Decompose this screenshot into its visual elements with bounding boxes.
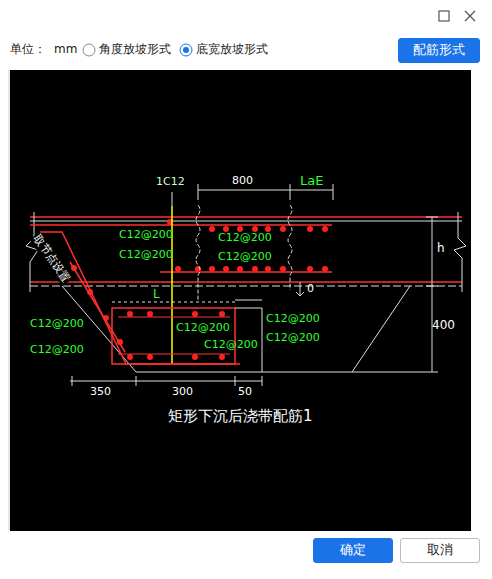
- drawing-label: C12@200: [218, 232, 272, 245]
- option-label: 角度放坡形式: [99, 43, 171, 57]
- drawing-label: L: [153, 288, 160, 302]
- drawing-label: LaE: [300, 174, 323, 189]
- drawing-label: C12@200: [266, 332, 320, 345]
- option-label: mm: [54, 43, 77, 57]
- drawing-canvas: [10, 70, 471, 531]
- drawing-label: C12@200: [176, 322, 230, 335]
- button-label: 取消: [427, 543, 453, 558]
- drawing-label: 400: [432, 319, 455, 333]
- drawing-label: C12@200: [119, 229, 173, 242]
- button-box: 确定: [313, 538, 393, 563]
- panel-edge: [9, 70, 10, 530]
- option-label: 单位：: [10, 43, 46, 57]
- drawing-label: 350: [90, 386, 111, 399]
- drawing-label: 0: [307, 283, 314, 296]
- section-drawing: [26, 184, 466, 386]
- drawing-label: 50: [238, 386, 252, 399]
- button-box: 取消: [400, 538, 480, 563]
- close-icon: [465, 11, 475, 21]
- drawing-label: C12@200: [266, 313, 320, 326]
- drawing-caption: 矩形下沉后浇带配筋1: [168, 408, 313, 425]
- drawing-label: C12@200: [119, 249, 173, 262]
- radio-dot: [183, 47, 189, 53]
- radio-button: [83, 44, 95, 56]
- drawing-label: 1C12: [156, 176, 185, 189]
- button-label: 配筋形式: [413, 43, 465, 58]
- drawing-label: 800: [232, 175, 253, 188]
- radio-button: [180, 44, 192, 56]
- button-label: 确定: [340, 543, 366, 558]
- button-box: 配筋形式: [398, 38, 480, 63]
- option-label: 底宽放坡形式: [196, 43, 268, 57]
- drawing-label: C12@200: [30, 344, 84, 357]
- drawing-label: 300: [172, 386, 193, 399]
- drawing-label: C12@200: [218, 251, 272, 264]
- drawing-label: h: [437, 242, 445, 256]
- drawing-label: C12@200: [30, 318, 84, 331]
- drawing-label: C12@200: [204, 339, 258, 352]
- maximize-icon: [439, 11, 449, 21]
